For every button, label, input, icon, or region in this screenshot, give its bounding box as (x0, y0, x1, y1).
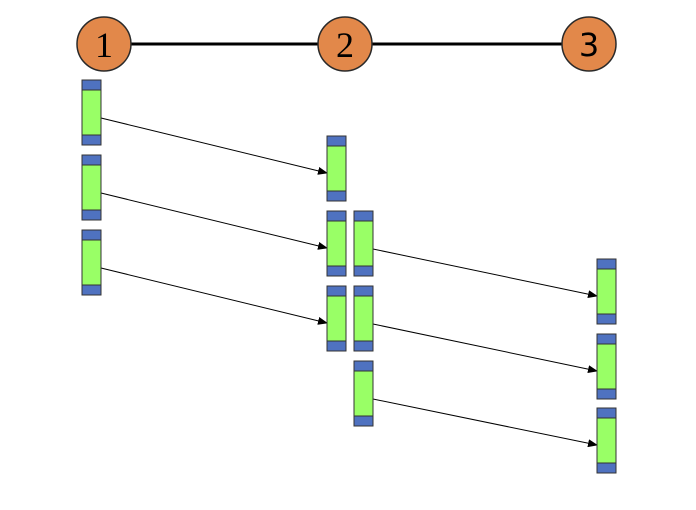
block-footer-cap (81, 209, 102, 221)
flow-arrow-c3-d3 (372, 398, 598, 448)
block-header-cap (353, 285, 374, 297)
block-header-cap (596, 258, 617, 270)
block-header-cap (326, 285, 347, 297)
stage-node-circle (76, 16, 132, 72)
flow-arrow-c2-d2 (372, 323, 598, 374)
block-header-cap (596, 333, 617, 345)
block-header-cap (353, 360, 374, 372)
data-block-c3 (353, 360, 374, 427)
data-block-c2 (353, 285, 374, 352)
stage-node-circle (561, 16, 617, 72)
block-footer-cap (353, 265, 374, 277)
stage-node-3: 3 (561, 16, 617, 72)
data-block-d2 (596, 333, 617, 400)
stage-node-2: 2 (317, 16, 373, 72)
stage-node-1: 1 (76, 16, 132, 72)
flow-arrow-a3-b3 (100, 267, 328, 325)
block-header-cap (326, 135, 347, 147)
data-block-a1 (81, 79, 102, 146)
block-header-cap (326, 210, 347, 222)
data-block-c1 (353, 210, 374, 277)
blocks (81, 79, 617, 474)
data-block-d3 (596, 407, 617, 474)
block-header-cap (353, 210, 374, 222)
data-block-b3 (326, 285, 347, 352)
flow-arrow-a1-b1 (100, 117, 328, 175)
block-header-cap (81, 79, 102, 91)
block-header-cap (81, 154, 102, 166)
block-footer-cap (81, 284, 102, 296)
data-block-b2 (326, 210, 347, 277)
flow-arrow-a2-b2 (100, 192, 328, 250)
block-footer-cap (81, 134, 102, 146)
arrows (100, 117, 598, 448)
data-block-b1 (326, 135, 347, 202)
data-block-a3 (81, 229, 102, 296)
block-footer-cap (326, 190, 347, 202)
block-footer-cap (353, 415, 374, 427)
stage-node-circle (317, 16, 373, 72)
block-header-cap (81, 229, 102, 241)
stage-node-label: 2 (336, 25, 354, 65)
stage-node-label: 1 (95, 25, 113, 65)
block-header-cap (596, 407, 617, 419)
block-footer-cap (596, 462, 617, 474)
flow-arrow-c1-d1 (372, 248, 598, 299)
block-footer-cap (596, 388, 617, 400)
block-footer-cap (326, 265, 347, 277)
data-block-d1 (596, 258, 617, 325)
data-block-a2 (81, 154, 102, 221)
stage-nodes: 1 2 3 (76, 16, 617, 72)
stage-node-label: 3 (579, 26, 599, 64)
block-footer-cap (596, 313, 617, 325)
block-footer-cap (353, 340, 374, 352)
block-footer-cap (326, 340, 347, 352)
